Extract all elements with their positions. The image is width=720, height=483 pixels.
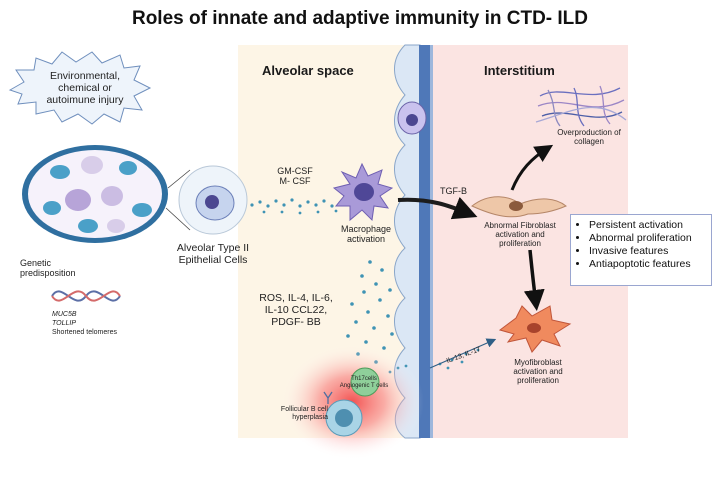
page-title: Roles of innate and adaptive immunity in… — [131, 8, 589, 29]
cytokines-bottom-label: ROS, IL-4, IL-6, IL-10 CCL22, PDGF- BB — [250, 292, 342, 328]
collagen-mesh-icon — [535, 85, 627, 127]
at2-line-1: Alveolar Type II — [176, 242, 250, 254]
fibroblast-line-1: Abnormal Fibroblast — [484, 221, 556, 230]
injury-line-1: Environmental, — [49, 70, 121, 82]
fibroblast-label: Abnormal Fibroblast activation and proli… — [474, 221, 566, 249]
fibroblast-features-box: Persistent activation Abnormal prolifera… — [570, 214, 712, 286]
injury-label: Environmental, chemical or autoimune inj… — [30, 70, 140, 106]
genetic-line-2: predisposition — [20, 268, 76, 279]
myofibroblast-line-1: Myofibroblast — [514, 358, 562, 367]
th17-line-2: Angiogenic T cells — [339, 382, 389, 389]
dna-helix-icon — [51, 290, 121, 302]
injury-line-3: autoimune injury — [46, 94, 124, 107]
collagen-line-1: Overproduction of — [557, 128, 621, 137]
cytokines-bottom-line-3: PDGF- BB — [271, 316, 321, 329]
myofibroblast-icon — [498, 305, 572, 353]
fibroblast-icon — [471, 196, 567, 218]
cytokines-bottom-line-2: IL-10 CCL22, — [264, 304, 328, 317]
cytokines-bottom-line-1: ROS, IL-4, IL-6, — [259, 292, 333, 304]
th17-label: Th17cells Angiogenic T cells — [334, 376, 394, 390]
bcell-line-2: hyperplasia — [292, 414, 328, 422]
macrophage-line-2: activation — [346, 234, 386, 245]
injury-burst-shape — [8, 51, 152, 125]
feature-item: Antiapoptotic features — [589, 258, 707, 270]
alveolar-space-heading: Alveolar space — [262, 63, 354, 78]
injury-line-2: chemical or — [58, 82, 112, 95]
macrophage-label: Macrophage activation — [336, 224, 396, 245]
cytokine-dots-top — [250, 198, 342, 215]
b-cell-icon — [323, 391, 363, 437]
feature-item: Invasive features — [589, 245, 707, 257]
th17-line-1: Th17cells — [351, 376, 377, 382]
feature-item: Persistent activation — [589, 219, 707, 231]
arrow-il-to-myofibroblast — [429, 338, 497, 369]
interstitium-heading: Interstitium — [484, 63, 555, 78]
cytokine-m-csf: M- CSF — [279, 176, 311, 187]
at2-label: Alveolar Type II Epithelial Cells — [163, 242, 263, 266]
genetic-label: Genetic predisposition — [20, 258, 76, 279]
cytokines-top-label: GM-CSF M- CSF — [270, 166, 320, 187]
th17-cell-icon — [350, 367, 380, 397]
fibroblast-line-3: proliferation — [499, 239, 541, 249]
cytokine-dots-bottom — [346, 260, 394, 364]
macrophage-icon — [332, 162, 394, 222]
arrow-macrophage-to-fibroblast — [397, 196, 478, 220]
feature-item: Abnormal proliferation — [589, 232, 707, 244]
myofibroblast-line-2: activation and — [513, 367, 563, 377]
basement-membrane — [419, 45, 430, 438]
macrophage-line-1: Macrophage — [340, 224, 392, 234]
myofibroblast-label: Myofibroblast activation and proliferati… — [494, 358, 582, 386]
bcell-label: Follicular B cell hyperplasia — [262, 406, 328, 422]
fibroblast-line-2: activation and — [495, 230, 545, 240]
lining-cell-icon — [397, 101, 427, 135]
genetic-line-1: Genetic — [20, 258, 52, 268]
at2-cell-icon — [178, 165, 248, 235]
collagen-line-2: collagen — [574, 137, 604, 147]
arrow-fibroblast-to-collagen — [510, 144, 554, 191]
arrow-fibroblast-to-myofibroblast — [523, 249, 545, 311]
at2-line-2: Epithelial Cells — [178, 254, 248, 267]
gene-tollip: TOLLIP — [52, 320, 76, 327]
tgfb-label: TGF-B — [440, 186, 467, 196]
shortened-telomeres: Shortened telomeres — [52, 329, 117, 336]
collagen-label: Overproduction of collagen — [544, 128, 634, 146]
bcell-line-1: Follicular B cell — [280, 406, 328, 413]
myofibroblast-line-3: proliferation — [517, 376, 559, 386]
gene-muc5b: MUC5B — [52, 311, 77, 318]
cytokine-gm-csf: GM-CSF — [277, 166, 313, 176]
alveolus-icon — [22, 145, 168, 243]
